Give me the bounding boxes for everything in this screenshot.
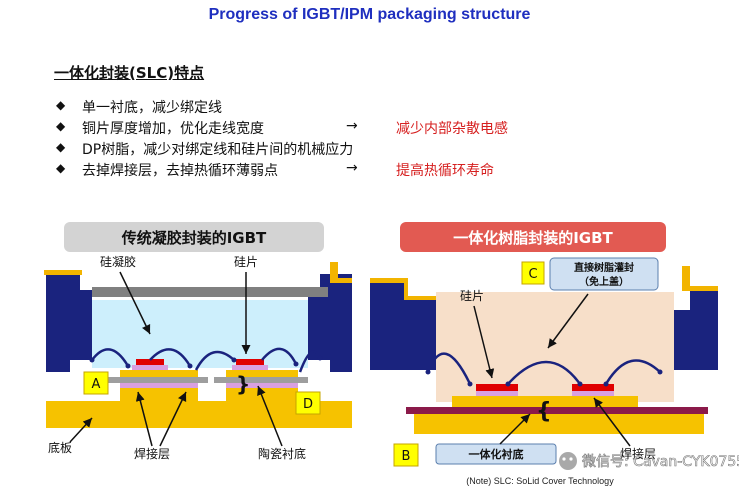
resin-callout-box (549, 257, 659, 291)
traditional-gel-package-diagram: 传统凝胶封装的IGBT (44, 222, 352, 461)
left-header-box (64, 222, 324, 252)
feature-text: 铜片厚度增加，优化走线宽度 (82, 121, 264, 137)
wechat-logo-icon (559, 452, 577, 470)
resin-callout-line2: （免上盖） (579, 275, 629, 288)
resin-callout-line1: 直接树脂灌封 (574, 261, 634, 274)
marker-a: A (92, 377, 101, 392)
label-ceramic-substrate: 陶瓷衬底 (258, 446, 306, 461)
slc-features-heading: 一体化封装(SLC)特点 (54, 64, 205, 82)
label-chip-r: 硅片 (460, 289, 484, 303)
right-header-text: 一体化树脂封装的IGBT (453, 229, 613, 247)
diamond-bullet-icon: ◆ (56, 161, 66, 175)
chip-left-r (476, 384, 518, 391)
layer-bracket-icon: } (236, 372, 250, 396)
watermark-text: 微信号: Cavan-CYK0755 (582, 454, 739, 470)
integrated-baseplate (414, 414, 704, 434)
copper-left (120, 370, 198, 377)
solder-left (120, 383, 198, 388)
housing-trim-right (682, 266, 718, 291)
substrate-label-box (435, 443, 557, 465)
layer-bracket-icon-r: { (536, 399, 552, 424)
label-solder-layer: 焊接层 (134, 446, 170, 461)
chip-solder-left (132, 365, 168, 370)
housing-right-wall-r (674, 290, 718, 370)
solder-right (226, 383, 298, 388)
housing-top-right (330, 262, 352, 283)
feature-text: 单一衬底，减少绑定线 (82, 100, 222, 116)
chip-solder-left-r (476, 391, 518, 396)
left-header-text: 传统凝胶封装的IGBT (121, 229, 267, 247)
feature-result: 减少内部杂散电感 (396, 121, 508, 137)
arrow-icon: → (346, 118, 358, 134)
housing-left-wall-r (370, 282, 436, 370)
feature-result: 提高热循环寿命 (396, 163, 494, 179)
marker-b-box (393, 443, 419, 467)
leader-arrows-right (473, 293, 631, 447)
housing-right-wall (308, 274, 352, 372)
marker-c: C (528, 267, 537, 282)
diamond-bullet-icon: ◆ (56, 98, 66, 112)
feature-text: DP树脂，减少对绑定线和硅片间的机械应力 (82, 142, 354, 158)
housing-trim-left (370, 278, 436, 300)
diamond-bullet-icon: ◆ (56, 140, 66, 154)
right-header-box (400, 222, 666, 252)
ceramic-right (214, 377, 308, 383)
chip-right-r (572, 384, 614, 391)
insulation-layer (406, 407, 708, 414)
housing-left-wall (46, 274, 92, 372)
ceramic-left (108, 377, 208, 383)
marker-a-box (83, 371, 109, 395)
slide-title: Progress of IGBT/IPM packaging structure (208, 6, 531, 23)
copper-right (226, 370, 298, 377)
substrate-left (120, 388, 198, 401)
marker-c-box (521, 261, 545, 285)
copper-layer (452, 396, 638, 407)
label-chip: 硅片 (234, 255, 258, 269)
leader-arrows-left (69, 271, 283, 447)
arrow-icon: → (346, 160, 358, 176)
bond-wires-right (426, 352, 661, 385)
housing-top-left (44, 270, 82, 275)
chip-right (236, 359, 264, 365)
label-solder-layer-r: 焊接层 (620, 446, 656, 461)
chip-solder-right-r (572, 391, 614, 396)
silicone-gel (92, 300, 308, 368)
chip-solder-right (232, 365, 268, 370)
integrated-resin-package-diagram: 一体化树脂封装的IGBT { 直接树脂灌封 （免上盖） (370, 222, 718, 467)
footnote: (Note) SLC: SoLid Cover Technology (466, 476, 614, 486)
lid (92, 287, 328, 297)
marker-d: D (303, 397, 313, 412)
bond-wires-left (91, 347, 322, 373)
diamond-bullet-icon: ◆ (56, 119, 66, 133)
label-integrated-substrate: 一体化衬底 (469, 447, 524, 461)
wechat-watermark: 微信号: Cavan-CYK0755 (559, 452, 739, 470)
feature-text: 去掉焊接层，去掉热循环薄弱点 (82, 163, 278, 179)
marker-b: B (402, 449, 411, 464)
chip-left (136, 359, 164, 365)
label-baseplate: 底板 (48, 440, 72, 455)
label-silicone-gel: 硅凝胶 (100, 254, 136, 269)
marker-d-box (295, 391, 321, 415)
